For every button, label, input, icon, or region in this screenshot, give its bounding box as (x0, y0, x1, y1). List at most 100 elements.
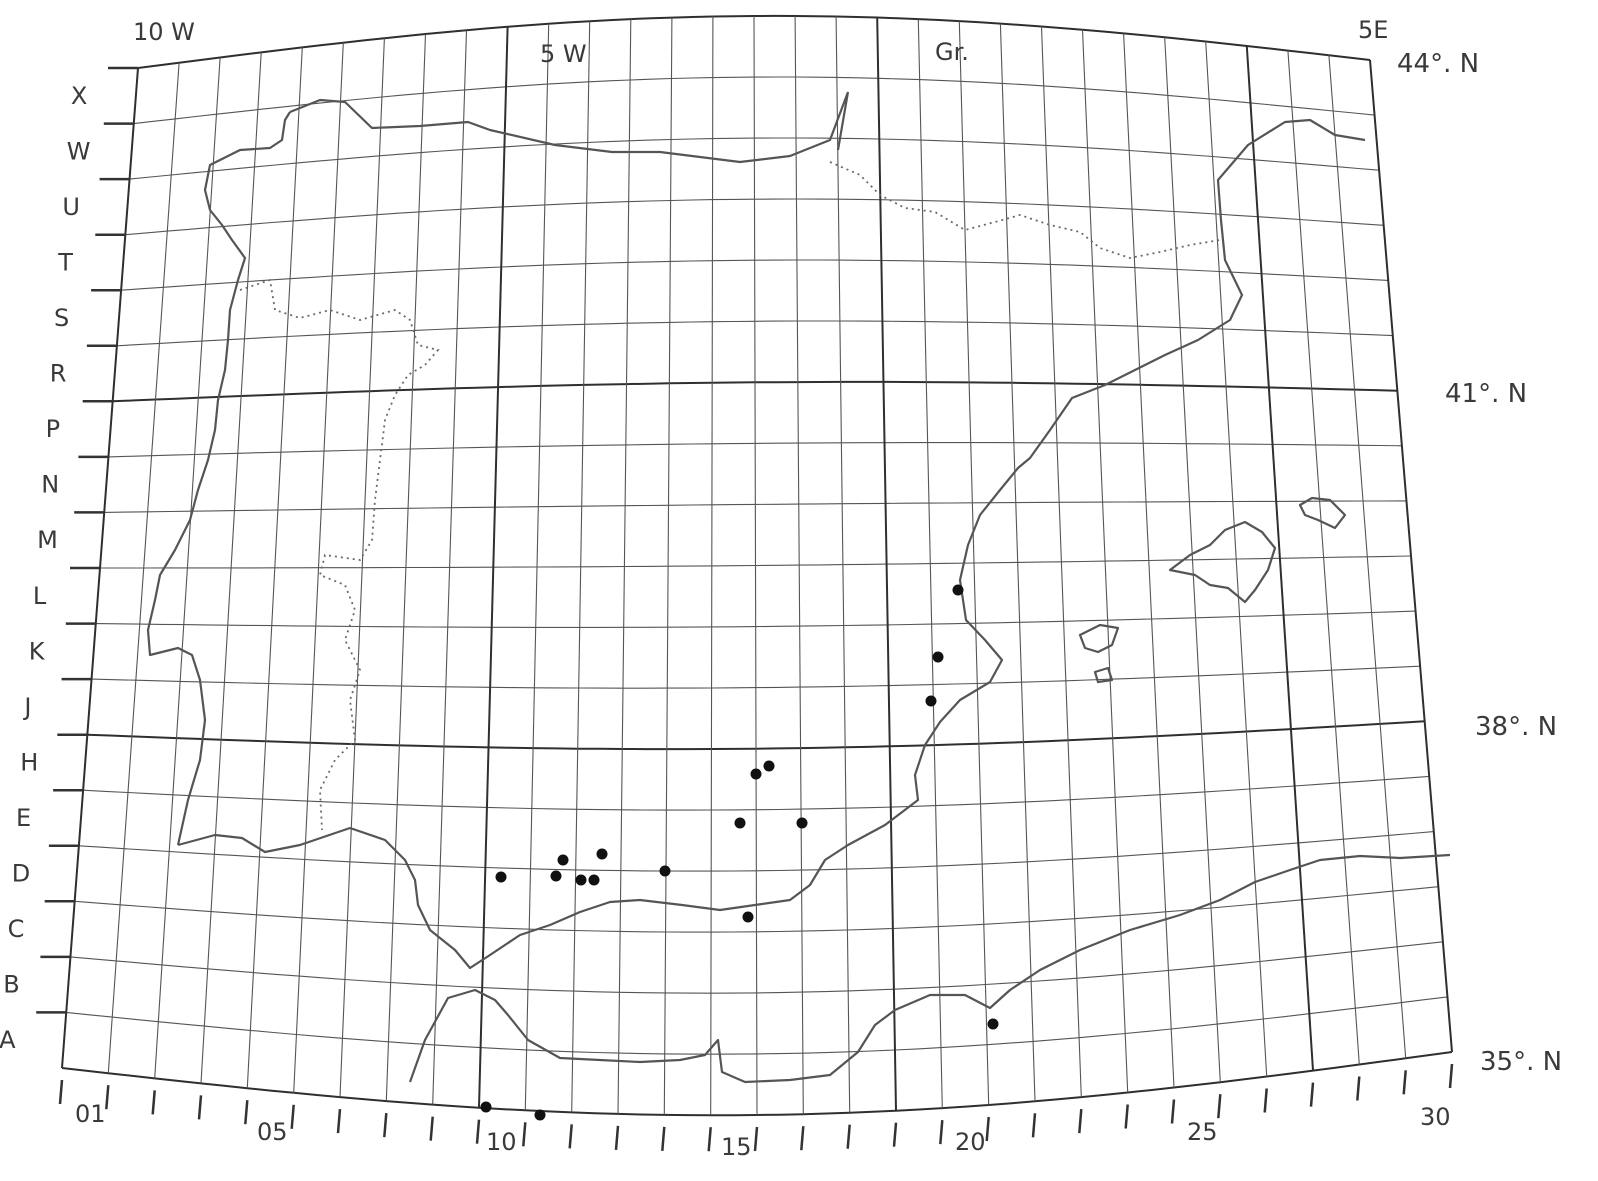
column-tick (1263, 1088, 1268, 1113)
grid-column-line (876, 17, 897, 1111)
grid-column-line (107, 62, 180, 1074)
column-tick (1217, 1094, 1222, 1119)
row-label-l: L (33, 582, 47, 610)
lat-label-38n: 38°. N (1475, 712, 1557, 742)
locality-dot (734, 817, 746, 829)
row-label-h: H (20, 748, 38, 776)
grid-column-line (571, 21, 591, 1113)
column-tick (1402, 1070, 1407, 1095)
grid-column-line (154, 57, 221, 1079)
lon-label-5e: 5E (1358, 16, 1388, 44)
grid-column-line (246, 47, 303, 1089)
locality-dot (925, 695, 937, 707)
column-tick (151, 1090, 156, 1115)
column-tick (244, 1100, 249, 1125)
grid-column-line (1040, 26, 1082, 1098)
col-label-05: 05 (257, 1118, 288, 1146)
col-label-30: 30 (1420, 1103, 1451, 1131)
grid-column-line (710, 16, 714, 1116)
row-label-s: S (54, 304, 69, 332)
locality-dot (534, 1109, 546, 1121)
column-tick (290, 1104, 295, 1129)
locality-dot (588, 874, 600, 886)
column-tick (475, 1119, 481, 1144)
locality-dot (495, 871, 507, 883)
column-tick (1448, 1063, 1454, 1089)
lat-label-35n: 35°. N (1480, 1047, 1562, 1077)
col-label-20: 20 (955, 1128, 986, 1156)
column-tick (800, 1126, 805, 1151)
row-label-d: D (12, 860, 30, 888)
grid-column-line (385, 33, 427, 1102)
grid-column-line (1123, 33, 1175, 1088)
row-label-k: K (29, 637, 46, 665)
column-tick (336, 1108, 342, 1134)
column-tick (846, 1124, 851, 1149)
lon-label-greenwich: Gr. (935, 38, 969, 66)
grid-column-line (1369, 59, 1453, 1053)
grid-column-line (432, 30, 468, 1105)
grid-column-line (835, 16, 851, 1113)
col-label-10: 10 (486, 1128, 517, 1156)
grid-column-line (1287, 50, 1360, 1065)
column-tick (1078, 1108, 1083, 1134)
column-ticks (58, 1063, 1454, 1152)
grid-column-line (663, 17, 673, 1115)
column-tick (568, 1124, 573, 1149)
spain-portugal-border (239, 278, 440, 831)
col-label-25: 25 (1187, 1118, 1218, 1146)
column-tick (383, 1112, 388, 1138)
grid-column-line (1081, 29, 1129, 1093)
row-label-c: C (8, 915, 25, 943)
grid-column-line (958, 21, 990, 1106)
column-tick (753, 1126, 759, 1152)
column-tick (58, 1079, 64, 1105)
grid-column-line (339, 38, 385, 1098)
col-label-01: 01 (75, 1100, 106, 1128)
locality-dot (596, 848, 608, 860)
ibiza-coastline (1078, 623, 1120, 684)
mallorca-coastline (1168, 520, 1277, 604)
grid-column-line (1328, 55, 1407, 1059)
spain-france-border (829, 161, 1221, 259)
locality-dot (742, 911, 754, 923)
locality-dot (987, 1018, 999, 1030)
locality-dot (796, 817, 808, 829)
column-tick (661, 1126, 666, 1152)
locality-dot (932, 651, 944, 663)
grid-column-line (917, 19, 943, 1109)
right-latitude-labels: 44°. N 41°. N 38°. N 35°. N (1397, 49, 1562, 1077)
row-label-r: R (50, 360, 67, 388)
lat-label-41n: 41°. N (1445, 379, 1527, 409)
grid-column-line (1245, 45, 1314, 1071)
column-tick (105, 1085, 110, 1110)
locality-dot (763, 760, 775, 772)
grid-column-line (293, 42, 344, 1093)
row-label-e: E (16, 804, 31, 832)
column-tick (1124, 1104, 1129, 1129)
locality-dot (550, 870, 562, 882)
row-label-n: N (41, 471, 59, 499)
coastlines (146, 91, 1451, 1084)
column-labels: 01 05 10 15 20 25 30 (75, 1100, 1451, 1161)
grid-column-line (794, 15, 804, 1115)
lon-label-5w: 5 W (540, 40, 587, 68)
locality-dots (480, 584, 999, 1121)
row-label-j: J (22, 693, 31, 721)
column-tick (1170, 1099, 1176, 1124)
grid-column-line (1164, 37, 1221, 1083)
row-label-w: W (67, 137, 91, 165)
grid-column-line (753, 15, 758, 1116)
locality-dot (659, 865, 671, 877)
row-label-x: X (71, 82, 87, 110)
locality-dot (575, 874, 587, 886)
row-label-u: U (62, 193, 80, 221)
column-tick (892, 1122, 898, 1147)
locality-dot (557, 854, 569, 866)
column-tick (985, 1116, 990, 1142)
column-tick (707, 1127, 712, 1152)
row-label-t: T (57, 248, 73, 276)
column-tick (522, 1122, 527, 1147)
